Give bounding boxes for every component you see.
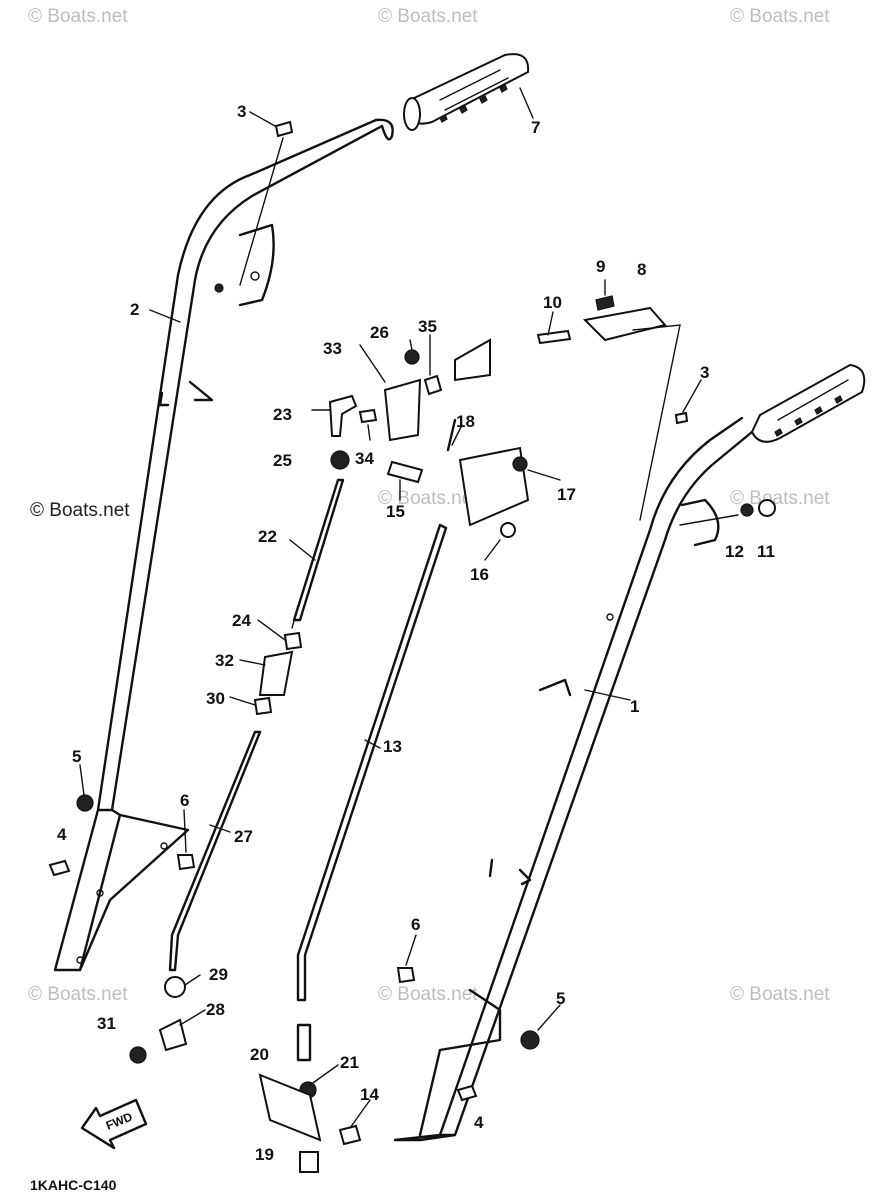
part-label-32: 32 xyxy=(215,651,234,670)
part-label-24: 24 xyxy=(232,611,251,630)
part-label-16: 16 xyxy=(470,565,489,584)
part-label-33: 33 xyxy=(323,339,342,358)
part-label-23: 23 xyxy=(273,405,292,424)
part-label-10: 10 xyxy=(543,293,562,312)
part-label-3: 3 xyxy=(237,102,246,121)
part-label-20: 20 xyxy=(250,1045,269,1064)
watermark: © Boats.net xyxy=(378,488,478,509)
watermark: © Boats.net xyxy=(730,488,830,509)
watermark: © Boats.net xyxy=(378,6,478,27)
part-label-19: 19 xyxy=(255,1145,274,1164)
watermark-layer: © Boats.net © Boats.net © Boats.net © Bo… xyxy=(28,6,830,1005)
part-label-30: 30 xyxy=(206,689,225,708)
part-label-4: 4 xyxy=(57,825,67,844)
part-label-6: 6 xyxy=(411,915,420,934)
part-label-17: 17 xyxy=(557,485,576,504)
part-label-22: 22 xyxy=(258,527,277,546)
part-label-1: 1 xyxy=(630,697,639,716)
part-label-11: 11 xyxy=(757,542,775,561)
part-label-26: 26 xyxy=(370,323,389,342)
part-label-7: 7 xyxy=(531,118,540,137)
part-label-35: 35 xyxy=(418,317,437,336)
part-labels: 1 2 3 3 4 4 5 5 6 6 7 8 9 10 11 12 13 14… xyxy=(57,102,775,1164)
part-label-5: 5 xyxy=(556,989,565,1008)
part-label-27: 27 xyxy=(234,827,253,846)
left-handle xyxy=(53,118,394,972)
part-label-4: 4 xyxy=(474,1113,484,1132)
part-label-6: 6 xyxy=(180,791,189,810)
drawing-code: 1KAHC-C140 xyxy=(30,1177,117,1192)
right-handle xyxy=(393,416,754,1142)
part-label-28: 28 xyxy=(206,1000,225,1019)
part-label-21: 21 xyxy=(340,1053,359,1072)
watermark: © Boats.net xyxy=(28,984,128,1005)
part-label-13: 13 xyxy=(383,737,402,756)
watermark: © Boats.net xyxy=(730,6,830,27)
small-parts xyxy=(48,120,776,1173)
part-label-2: 2 xyxy=(130,300,139,319)
leader-lines xyxy=(79,87,739,1129)
part-label-9: 9 xyxy=(596,257,605,276)
part-label-3: 3 xyxy=(700,363,709,382)
left-grip xyxy=(403,53,530,131)
rod-22 xyxy=(291,478,345,629)
part-label-8: 8 xyxy=(637,260,646,279)
watermark: © Boats.net xyxy=(30,500,130,521)
watermark: © Boats.net xyxy=(28,6,128,27)
right-grip xyxy=(750,363,866,443)
part-label-14: 14 xyxy=(360,1085,379,1104)
part-label-25: 25 xyxy=(273,451,292,470)
part-label-29: 29 xyxy=(209,965,228,984)
rod-27 xyxy=(168,730,262,972)
part-label-18: 18 xyxy=(456,412,475,431)
part-label-15: 15 xyxy=(386,502,405,521)
rod-13 xyxy=(296,523,448,1002)
watermark: © Boats.net xyxy=(378,984,478,1005)
part-label-12: 12 xyxy=(725,542,744,561)
part-label-34: 34 xyxy=(355,449,374,468)
part-label-31: 31 xyxy=(97,1014,116,1033)
fwd-arrow: FWD xyxy=(80,1098,148,1150)
part-label-5: 5 xyxy=(72,747,81,766)
watermark: © Boats.net xyxy=(730,984,830,1005)
